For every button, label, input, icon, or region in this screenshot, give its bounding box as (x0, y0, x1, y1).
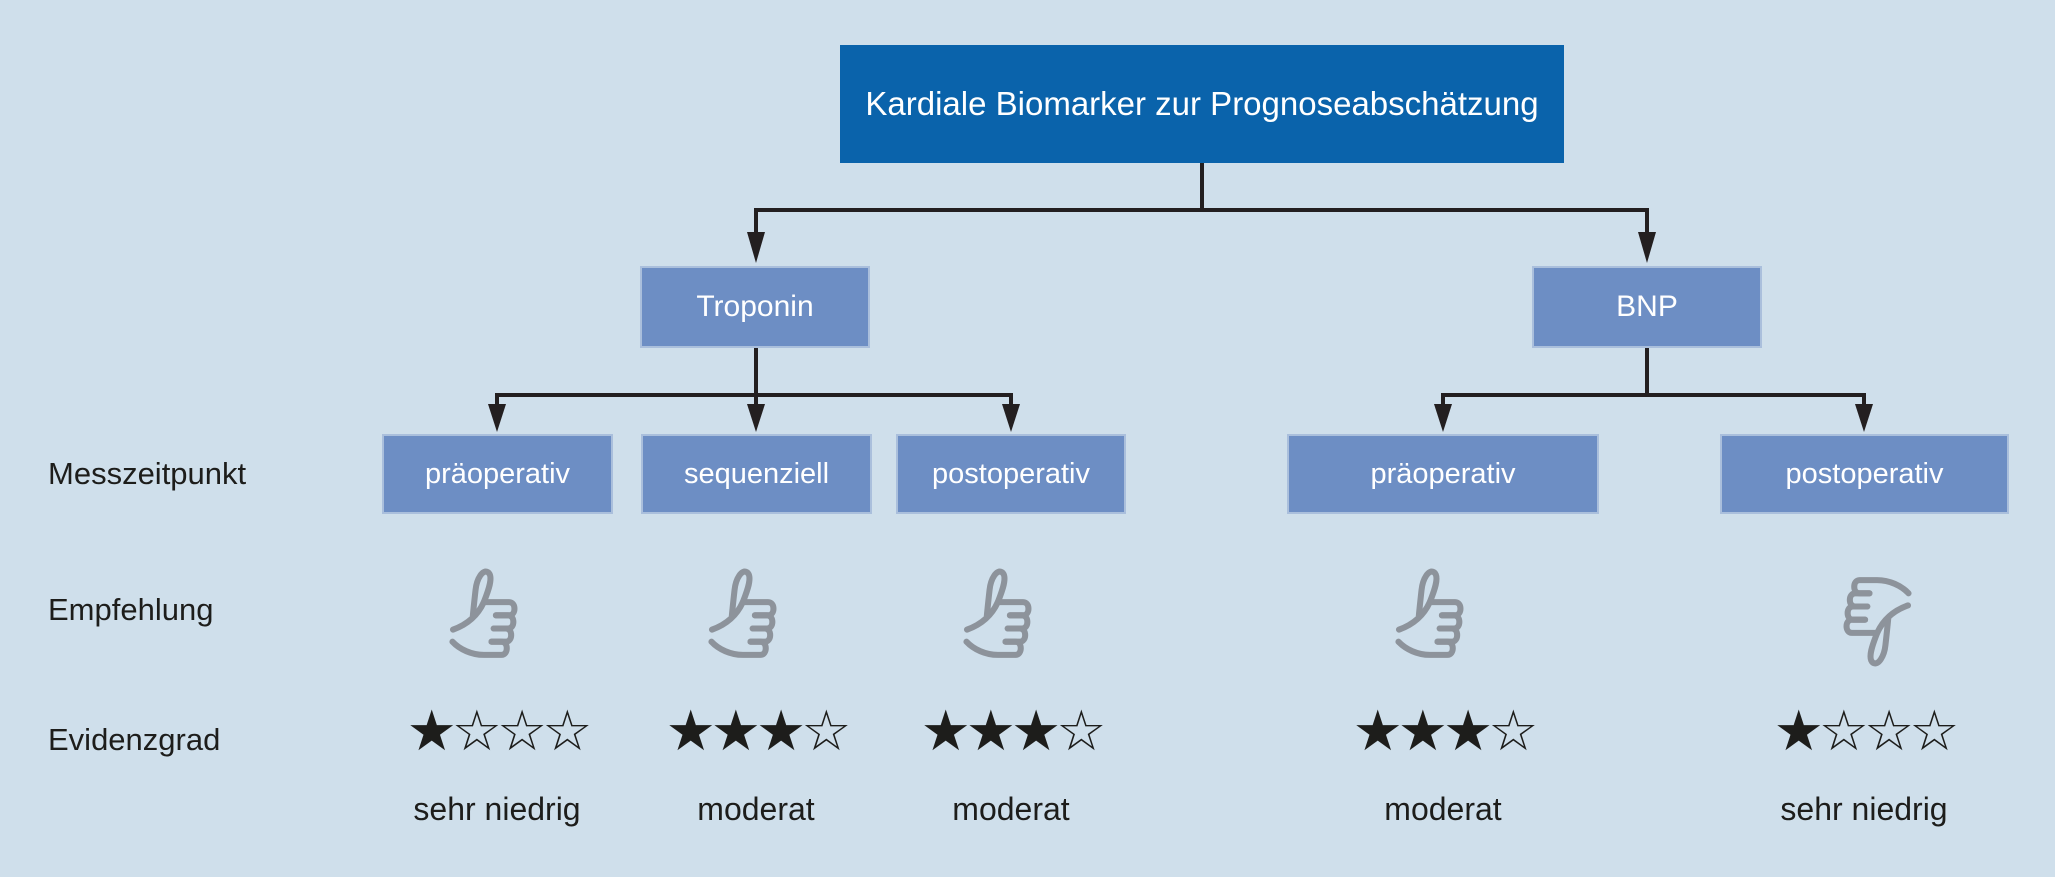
timing-node-bnp-postoperativ: postoperativ (1720, 434, 2009, 514)
star-rating: ★☆☆☆ (1773, 699, 1960, 764)
evidence-label: sehr niedrig (1780, 791, 1948, 827)
branch-node-bnp: BNP (1532, 266, 1762, 348)
timing-node-troponin-praeoperativ: präoperativ (382, 434, 613, 514)
evidence-label: sehr niedrig (413, 791, 581, 827)
star-rating: ★★★☆ (1352, 699, 1539, 764)
star-rating: ★★★☆ (665, 699, 852, 764)
timing-node-troponin-sequenziell: sequenziell (641, 434, 872, 514)
row-label-evidenzgrad: Evidenzgrad (48, 722, 221, 757)
evidence-label: moderat (952, 791, 1070, 827)
star-rating: ★☆☆☆ (406, 699, 593, 764)
arrowhead-icons (488, 232, 1873, 432)
row-label-messzeitpunkt: Messzeitpunkt (48, 456, 247, 491)
evidence-label: moderat (697, 791, 815, 827)
star-rating: ★★★☆ (920, 699, 1107, 764)
row-label-empfehlung: Empfehlung (48, 592, 214, 627)
timing-node-troponin-postoperativ: postoperativ (896, 434, 1126, 514)
root-node-title: Kardiale Biomarker zur Prognoseabschätzu… (840, 45, 1564, 163)
timing-node-bnp-praeoperativ: präoperativ (1287, 434, 1599, 514)
thumbs-down-icon (1809, 560, 1919, 675)
thumbs-up-icon (1388, 560, 1498, 675)
evidence-label: moderat (1384, 791, 1502, 827)
branch-node-troponin: Troponin (640, 266, 870, 348)
thumbs-up-icon (701, 560, 811, 675)
thumbs-up-icon (956, 560, 1066, 675)
thumbs-up-icon (442, 560, 552, 675)
